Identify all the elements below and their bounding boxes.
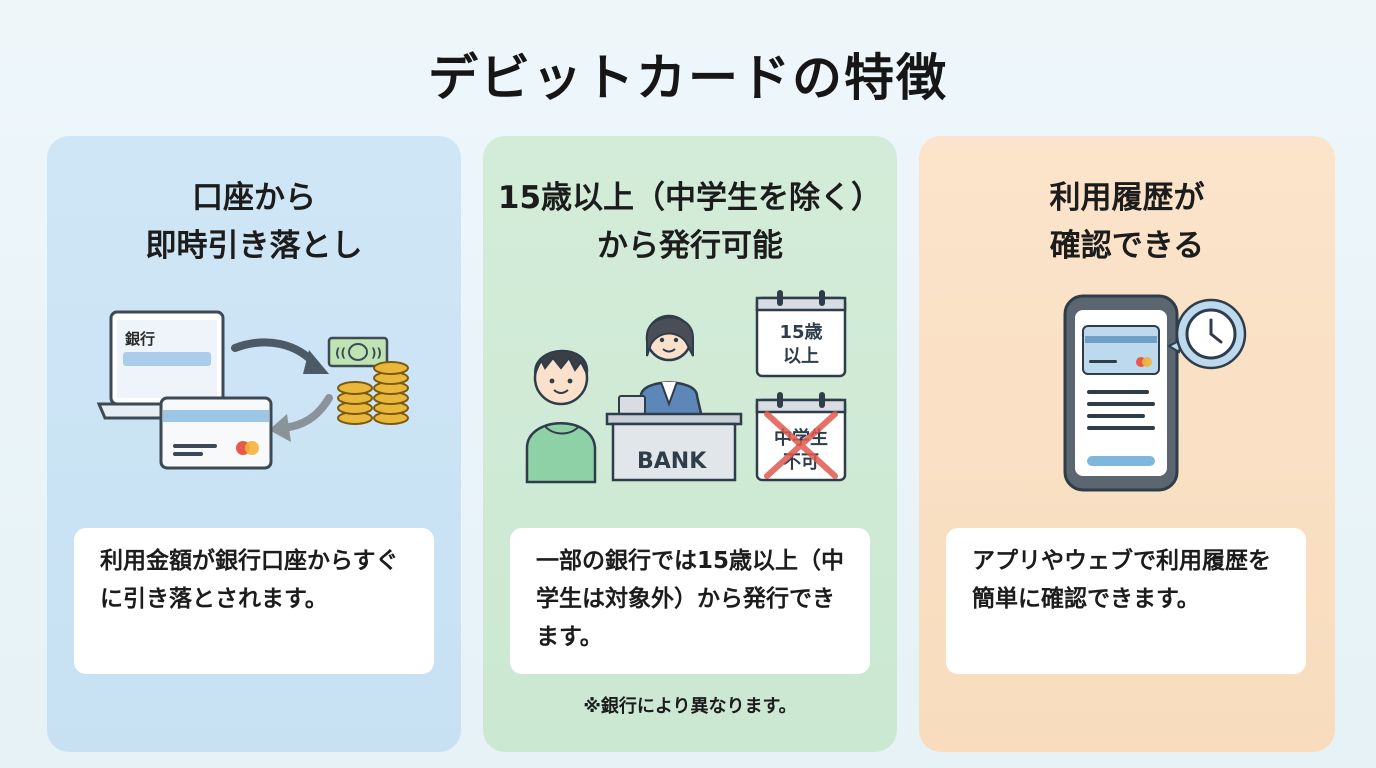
footnote: ※銀行により異なります。: [583, 696, 797, 717]
panel-title: 利用履歴が 確認できる: [919, 174, 1335, 270]
bank-counter-illustration: BANK 15歳 以上 中学生 不可: [525, 290, 847, 484]
bank-label: 銀行: [125, 330, 155, 348]
panel-title: 口座から 即時引き落とし: [47, 174, 461, 270]
svg-text:)): )): [371, 346, 382, 360]
panel-title-line2: 確認できる: [1049, 228, 1205, 264]
laptop-icon: [96, 310, 238, 420]
panel-title: 15歳以上（中学生を除く） から発行可能: [483, 174, 897, 270]
bank-to-card-illustration: 銀行 (( )): [96, 310, 409, 470]
smartphone-icon: [1063, 294, 1179, 492]
feature-panel-usage-history: 利用履歴が 確認できる アプリやウェブで利用履歴を簡単に確認できます。: [919, 136, 1335, 752]
cross-mark-icon: [764, 411, 838, 479]
bank-counter-icon: [605, 412, 743, 482]
bank-teller-icon: [633, 314, 705, 424]
panel-title-line1: 利用履歴が: [1049, 180, 1205, 216]
coin-stack-icon: [337, 361, 409, 425]
feature-panel-age-requirement: 15歳以上（中学生を除く） から発行可能 BANK: [483, 136, 897, 752]
bank-counter-label: BANK: [637, 449, 707, 474]
money-bill-icon: (( )): [327, 336, 389, 368]
smartphone-history-illustration: [1063, 294, 1247, 492]
description-box: 利用金額が銀行口座からすぐに引き落とされます。: [74, 528, 434, 674]
panel-title-line2: 即時引き落とし: [145, 228, 363, 264]
calendar-age-line1: 15歳: [779, 322, 822, 343]
child-icon: [525, 349, 597, 484]
page-title: デビットカードの特徴: [428, 49, 948, 107]
arrow-right-icon: [231, 338, 319, 368]
debit-card-icon: [159, 396, 273, 470]
feature-panel-immediate-debit: 口座から 即時引き落とし 銀行 (( )): [47, 136, 461, 752]
calendar-age-line2: 以上: [783, 346, 819, 367]
panel-title-line1: 口座から: [192, 180, 316, 216]
description-box: 一部の銀行では15歳以上（中学生は対象外）から発行できます。: [510, 528, 870, 674]
arrow-left-icon: [279, 394, 333, 432]
panel-title-line1: 15歳以上（中学生を除く）: [497, 180, 883, 216]
clock-icon: [1166, 298, 1247, 370]
calendar-age-icon: [755, 290, 847, 378]
calendar-prohibited-icon: [755, 392, 847, 482]
svg-text:((: ((: [335, 346, 346, 360]
panel-title-line2: から発行可能: [597, 228, 783, 264]
description-box: アプリやウェブで利用履歴を簡単に確認できます。: [946, 528, 1306, 674]
